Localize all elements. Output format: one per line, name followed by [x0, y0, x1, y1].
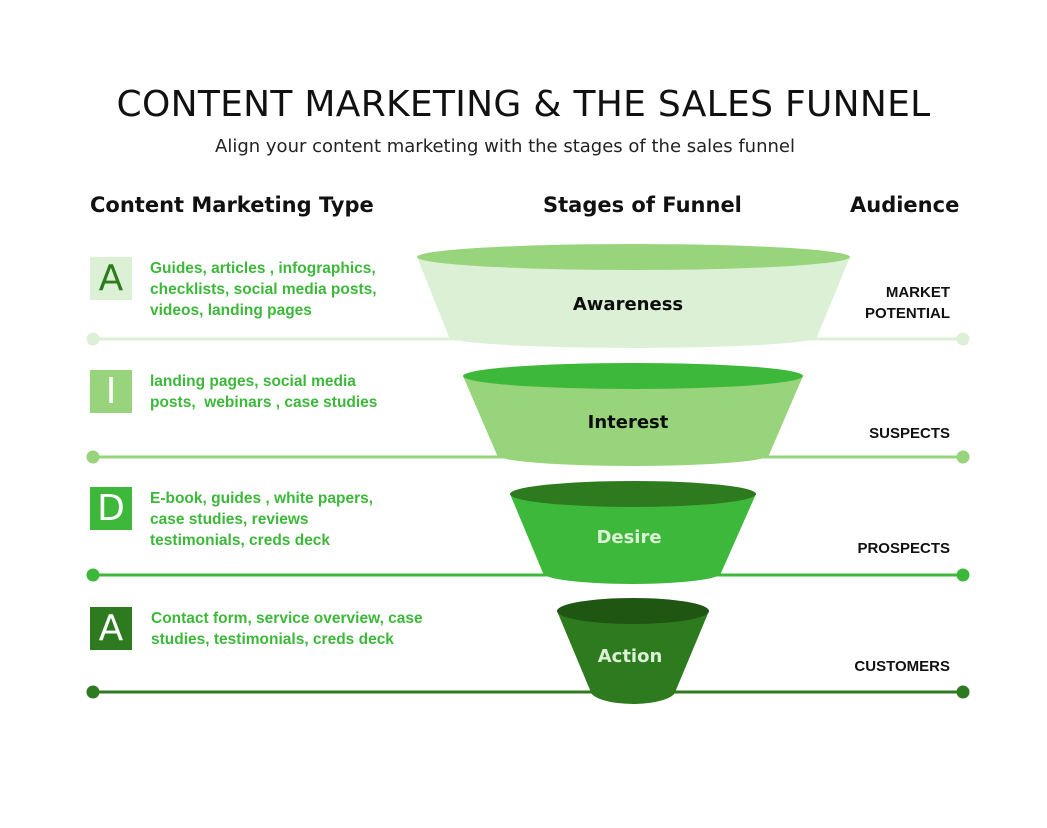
row-line-2 — [86, 568, 970, 582]
row-line-3 — [86, 685, 970, 699]
funnel-body — [557, 611, 709, 704]
column-header-stages: Stages of Funnel — [543, 193, 742, 217]
stage-label-action: Action — [597, 646, 663, 667]
funnel-body — [417, 257, 850, 348]
column-header-content-type: Content Marketing Type — [90, 193, 374, 217]
content-types-text: E-book, guides , white papers, case stud… — [150, 490, 374, 549]
audience-label-customers: CUSTOMERS — [854, 658, 950, 675]
stage-letter-badge: D — [90, 487, 132, 530]
content-types-text: Guides, articles , infographics, checkli… — [150, 260, 377, 319]
content-row-interest: I landing pages, social media posts, web… — [90, 370, 420, 440]
line-start-dot — [86, 685, 100, 699]
stage-label-interest: Interest — [587, 412, 669, 433]
content-row-desire: D E-book, guides , white papers, case st… — [90, 487, 420, 557]
line-end-dot — [956, 450, 970, 464]
audience-label-market-potential: MARKET POTENTIAL — [865, 284, 950, 322]
stage-letter-badge: I — [90, 370, 132, 413]
funnel-rim — [510, 481, 756, 507]
page-subtitle: Align your content marketing with the st… — [215, 136, 795, 157]
content-types-text: landing pages, social media posts, webin… — [150, 373, 378, 411]
line-start-dot — [86, 450, 100, 464]
funnel-rim — [463, 363, 803, 389]
audience-label-prospects: PROSPECTS — [857, 540, 950, 557]
funnel-segment-action — [557, 598, 709, 704]
content-row-action: A Contact form, service overview, case s… — [90, 607, 423, 677]
funnel-body — [510, 494, 756, 584]
content-types-text: Contact form, service overview, case stu… — [151, 610, 423, 648]
line-start-dot — [86, 568, 100, 582]
stage-letter-badge: A — [90, 607, 132, 650]
stage-label-awareness: Awareness — [572, 294, 684, 315]
content-row-awareness: A Guides, articles , infographics, check… — [90, 257, 420, 327]
funnel-rim — [417, 244, 850, 270]
audience-label-suspects: SUSPECTS — [869, 425, 950, 442]
funnel-segment-awareness — [417, 244, 850, 348]
line-end-dot — [956, 568, 970, 582]
stage-letter-badge: A — [90, 257, 132, 300]
funnel-segment-interest — [463, 363, 803, 466]
column-header-audience: Audience — [850, 193, 960, 217]
line-end-dot — [956, 332, 970, 346]
page-title: CONTENT MARKETING & THE SALES FUNNEL — [116, 84, 931, 125]
line-start-dot — [86, 332, 100, 346]
funnel-body — [463, 376, 803, 466]
stage-label-desire: Desire — [596, 527, 662, 548]
line-end-dot — [956, 685, 970, 699]
funnel-rim — [557, 598, 709, 624]
funnel-segment-desire — [510, 481, 756, 584]
